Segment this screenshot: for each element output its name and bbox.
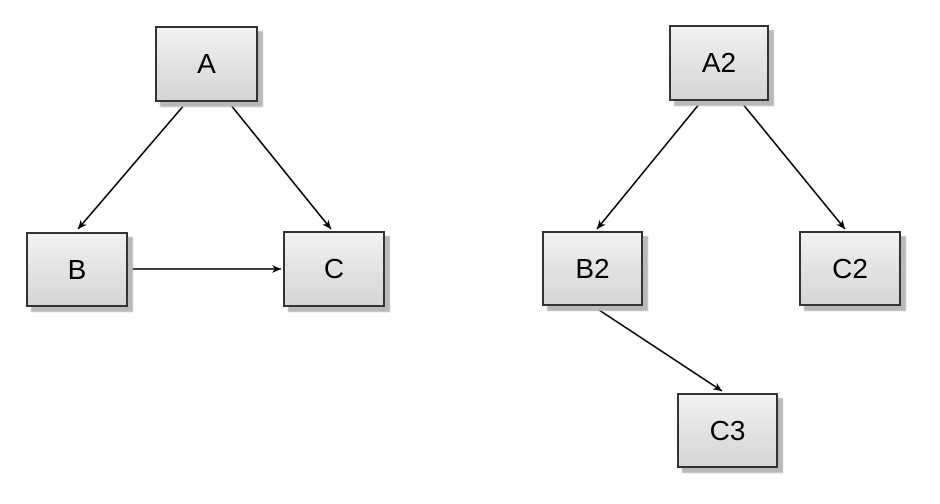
edge-A2-B2 xyxy=(596,102,701,230)
edge-A-B xyxy=(77,103,186,230)
node-B2-label: B2 xyxy=(575,252,610,284)
node-B: B xyxy=(26,232,128,307)
node-A2: A2 xyxy=(669,25,769,101)
node-B2: B2 xyxy=(542,231,643,306)
node-A2-label: A2 xyxy=(701,47,737,78)
node-B-label: B xyxy=(67,253,87,285)
node-C3-label: C3 xyxy=(709,414,746,446)
node-C: C xyxy=(283,231,385,307)
node-C3: C3 xyxy=(677,393,778,468)
edge-A-C xyxy=(229,103,332,230)
edge-A2-C2 xyxy=(741,102,846,230)
edge-B2-C3 xyxy=(595,307,723,392)
node-C-label: C xyxy=(323,253,345,284)
node-A-label: A xyxy=(197,48,216,79)
node-A: A xyxy=(155,26,258,102)
node-C2-label: C2 xyxy=(832,252,868,284)
node-C2: C2 xyxy=(799,231,901,306)
